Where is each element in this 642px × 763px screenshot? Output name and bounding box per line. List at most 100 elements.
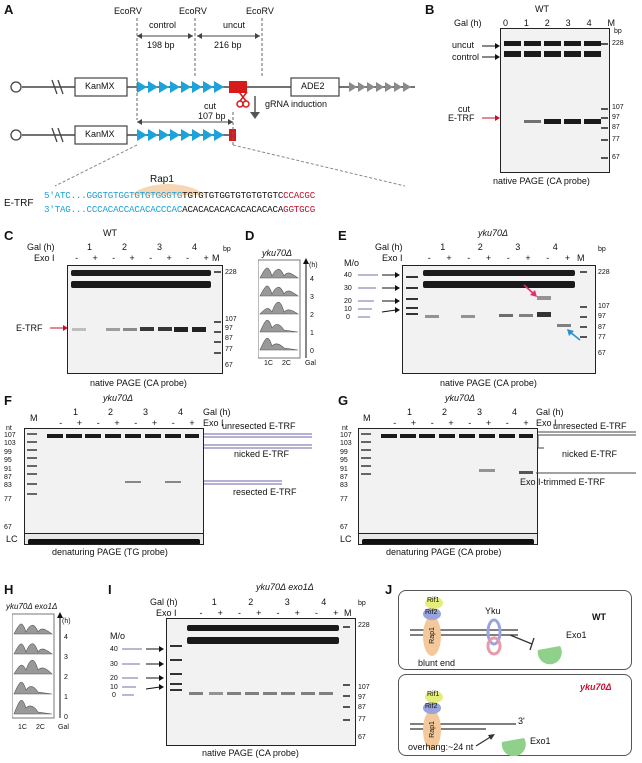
panel-e-marker-77: 77: [598, 334, 606, 341]
panel-j-yku: Yku: [485, 606, 501, 616]
ecorv-label-3: EcoRV: [246, 6, 274, 16]
panel-g-caption: denaturing PAGE (CA probe): [386, 547, 502, 557]
panel-label-i: I: [108, 582, 112, 597]
panel-h-1c: 1C: [18, 724, 27, 731]
panel-g-nicked: nicked E-TRF: [562, 449, 618, 459]
panel-j-overhang: overhang:~24 nt: [408, 742, 474, 752]
panel-c-marker-77: 77: [225, 346, 233, 353]
panel-f-annotation-lines: [204, 433, 312, 485]
panel-i-mo-30: 30: [110, 661, 118, 668]
panel-f-loading-control: [24, 533, 204, 545]
panel-c-marker-97: 97: [225, 325, 233, 332]
panel-d-h: (h): [309, 262, 318, 269]
panel-label-b: B: [425, 2, 435, 17]
gray-triangles: [349, 82, 411, 92]
panel-f-nt: nt: [6, 425, 12, 432]
panel-f-resected: resected E-TRF: [233, 487, 297, 497]
panel-h-gal: Gal: [58, 724, 69, 731]
panel-c-m: M: [212, 253, 220, 263]
panel-i-exo: Exo I: [156, 608, 177, 618]
panel-e-mo-20: 20: [344, 298, 352, 305]
panel-j-three-prime: 3': [518, 716, 525, 726]
kanmx-label-bottom: KanMX: [85, 129, 115, 139]
panel-e-gal: Gal (h): [375, 242, 403, 252]
panel-e-mo-arrows: [358, 272, 400, 318]
panel-d-tick-1: 1: [310, 330, 314, 337]
etrf-label-a: E-TRF: [4, 198, 34, 209]
panel-g-loading-control: [358, 533, 538, 545]
panel-d-1c: 1C: [264, 360, 273, 367]
panel-label-g: G: [338, 393, 349, 408]
panel-e-mo-0: 0: [346, 314, 350, 321]
grna-induction-label: gRNA induction: [265, 99, 328, 109]
uncut-bp: 216 bp: [214, 40, 242, 50]
panel-a-diagram: [10, 18, 415, 195]
panel-i-marker-77: 77: [358, 716, 366, 723]
panel-g-lc: LC: [340, 534, 352, 544]
panel-b-marker-228: 228: [612, 40, 624, 47]
panel-f-lc: LC: [6, 534, 18, 544]
panel-g-trimmed: Exo I-trimmed E-TRF: [520, 477, 606, 487]
panel-j-mutant-label: yku70Δ: [580, 682, 612, 692]
panel-i-mo-40: 40: [110, 646, 118, 653]
control-label: control: [149, 20, 177, 30]
panel-c-marker-67: 67: [225, 362, 233, 369]
panel-g-nt: nt: [342, 425, 348, 432]
panel-c-etrf: E-TRF: [16, 323, 43, 333]
panel-i-mo: M/o: [110, 631, 126, 641]
ade2-label: ADE2: [301, 81, 325, 91]
panel-i-gal: Gal (h): [150, 597, 178, 607]
panel-c-gal: Gal (h): [27, 242, 55, 252]
panel-d-tick-3: 3: [310, 294, 314, 301]
sequence-bottom-strand: 3'TAG...CCCACACCACACACCCACACACACACACACAC…: [44, 204, 316, 215]
panel-c-red-arrow: [50, 325, 68, 331]
panel-i-marker-87: 87: [358, 704, 366, 711]
panel-e-title: yku70Δ: [478, 228, 509, 238]
panel-label-c: C: [4, 228, 14, 243]
panel-g-exo-signs: -+-+-+-+: [393, 418, 529, 428]
panel-f-gal: Gal (h): [203, 407, 231, 417]
panel-g-annotation-lines: [536, 431, 636, 474]
panel-h-tick-2: 2: [64, 674, 68, 681]
panel-f-unresected: unresected E-TRF: [222, 421, 296, 431]
panel-f-exo: Exo I: [203, 418, 224, 428]
panel-b-marker-107: 107: [612, 104, 624, 111]
panel-i-caption: native PAGE (CA probe): [202, 748, 299, 758]
panel-g-exo: Exo I: [536, 418, 557, 428]
panel-i-marker-67: 67: [358, 734, 366, 741]
cut-label: cut: [204, 101, 217, 111]
panel-j-exo1-mut: Exo1: [530, 736, 551, 746]
panel-e-exo: Exo I: [382, 253, 403, 263]
panel-c-marker-87: 87: [225, 335, 233, 342]
panel-h-facs-histograms: [12, 612, 63, 719]
panel-b-cut: cut: [458, 104, 471, 114]
panel-e-exo-signs: -+-+-+-+: [427, 253, 571, 263]
panel-c-marker-107: 107: [225, 316, 237, 323]
telomere-repeat-triangles-cut: [137, 129, 224, 141]
panel-c-exo-signs: -+-+-+-+: [75, 253, 209, 263]
panel-c-gel-image: [67, 265, 223, 374]
panel-e-caption: native PAGE (CA probe): [440, 378, 537, 388]
panel-c-title: WT: [103, 228, 117, 238]
panel-label-d: D: [245, 228, 255, 243]
ecorv-label-2: EcoRV: [179, 6, 207, 16]
panel-e-m: M: [577, 253, 585, 263]
panel-j-rif1-wt: Rif1: [427, 597, 440, 604]
panel-h-tick-3: 3: [64, 654, 68, 661]
panel-f-m: M: [30, 413, 38, 423]
panel-b-title: WT: [535, 4, 549, 14]
panel-b-etrf: E-TRF: [448, 113, 475, 123]
panel-b-marker-67: 67: [612, 154, 620, 161]
panel-d-tick-4: 4: [310, 276, 314, 283]
panel-label-a: A: [4, 2, 14, 17]
telomere-repeat-triangles-top: [137, 81, 224, 93]
panel-i-exo-signs: -+-+-+-+: [199, 608, 339, 618]
panel-g-unresected: unresected E-TRF: [553, 421, 627, 431]
ecorv-label-1: EcoRV: [114, 6, 142, 16]
panel-j-rap1-wt: Rap1: [428, 627, 436, 644]
panel-j-rif2-wt: Rif2: [425, 609, 438, 616]
